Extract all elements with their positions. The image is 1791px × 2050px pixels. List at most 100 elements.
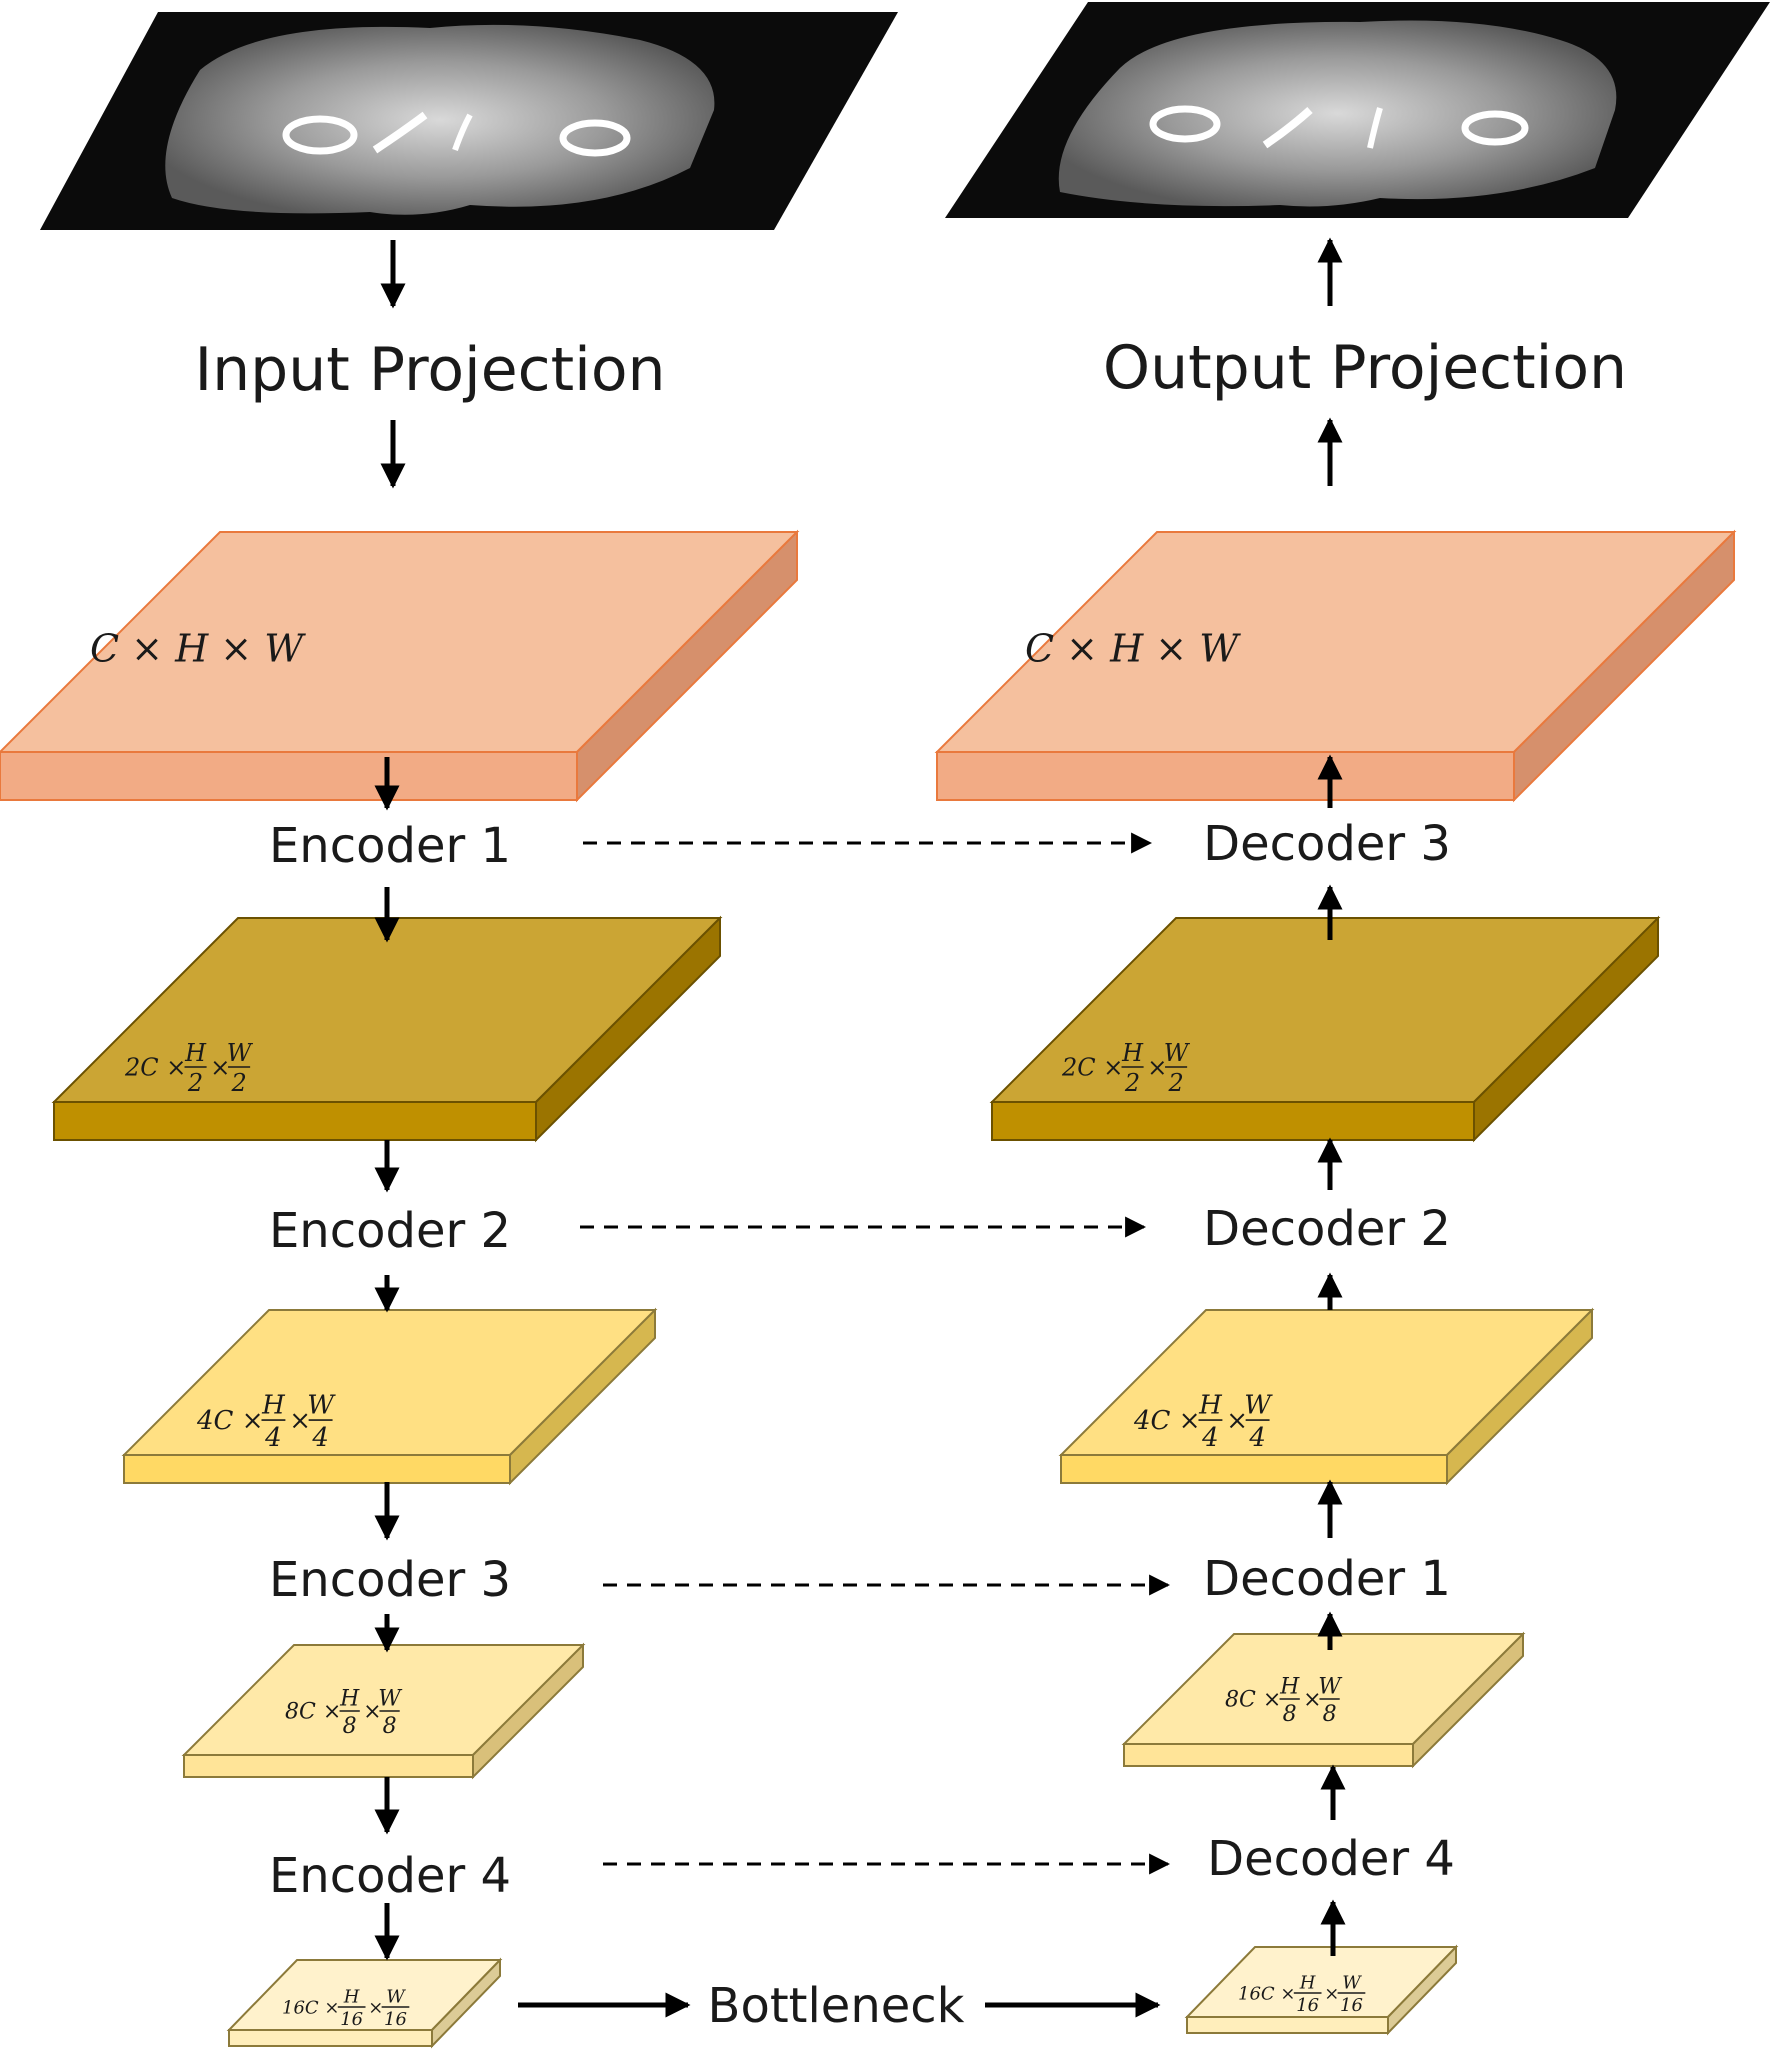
decoder-3-label: Decoder 3 — [1203, 816, 1451, 872]
dimension-label-l0: C × H × W — [90, 626, 306, 670]
dimension-text: C × H × W — [1025, 626, 1241, 670]
encoder-1-label: Encoder 1 — [269, 818, 511, 874]
fraction-denominator: 4 — [311, 1423, 329, 1453]
slab-front-face — [991, 1101, 1475, 1141]
dimension-label-l3: 8C ×H8×W8 — [285, 1687, 403, 1740]
fraction-denominator: 4 — [1201, 1423, 1219, 1453]
slab-side-face — [1412, 1631, 1524, 1769]
encoder-4-label: Encoder 4 — [269, 1848, 511, 1904]
dimension-coef: 4C × — [1133, 1406, 1201, 1436]
fraction-denominator: 8 — [343, 1714, 357, 1739]
output-ct-slice — [945, 2, 1770, 218]
decoder-feature-map-level-0: C × H × W — [934, 529, 1737, 803]
dimension-coef: 8C × — [285, 1700, 341, 1725]
fraction-numerator: H — [1279, 1675, 1300, 1700]
fraction-denominator: 4 — [264, 1423, 282, 1453]
decoder-4-label: Decoder 4 — [1207, 1831, 1455, 1887]
fraction-numerator: H — [261, 1391, 286, 1421]
slab-side-face — [576, 529, 798, 803]
arrows — [374, 237, 1346, 2018]
fraction-numerator: W — [386, 1987, 406, 2008]
fraction-numerator: W — [1164, 1039, 1191, 1067]
slab-side-face — [472, 1642, 584, 1780]
fraction-numerator: W — [1318, 1675, 1343, 1700]
slab-front-face — [1123, 1743, 1414, 1767]
fraction-numerator: H — [339, 1687, 360, 1712]
dimension-coef: 2C × — [124, 1053, 186, 1081]
slab-top-face — [226, 1959, 503, 2031]
slab-front-face — [1060, 1454, 1448, 1484]
times-sign: × — [1324, 1983, 1339, 2004]
times-sign: × — [1226, 1406, 1248, 1436]
slab-side-face — [1446, 1307, 1593, 1486]
fraction-denominator: 2 — [187, 1069, 203, 1097]
input-projection-label: Input Projection — [194, 335, 665, 405]
dimension-coef: 16C × — [1238, 1983, 1295, 2004]
input-ct-slice — [40, 12, 898, 230]
decoder-feature-map-level-2: 4C ×H4×W4 — [1058, 1307, 1595, 1486]
dimension-coef: 4C × — [196, 1406, 264, 1436]
dimension-label-l3: 8C ×H8×W8 — [1225, 1675, 1343, 1728]
dimension-coef: 8C × — [1225, 1688, 1281, 1713]
bottleneck-label: Bottleneck — [708, 1978, 965, 2034]
encoder-feature-map-level-2: 4C ×H4×W4 — [121, 1307, 658, 1486]
dimension-coef: 2C × — [1061, 1053, 1123, 1081]
fraction-denominator: 2 — [1167, 1069, 1183, 1097]
encoder-2-label: Encoder 2 — [269, 1203, 511, 1259]
slab-side-face — [509, 1307, 656, 1486]
encoder-feature-map-level-4: 16C ×H16×W16 — [226, 1957, 503, 2049]
slab-side-face — [1473, 915, 1659, 1143]
output-projection-label: Output Projection — [1103, 333, 1627, 403]
dimension-text: C × H × W — [90, 626, 306, 670]
slab-side-face — [1513, 529, 1735, 803]
slab-front-face — [936, 751, 1515, 801]
fraction-denominator: 16 — [384, 2009, 407, 2030]
encoder-feature-map-level-3: 8C ×H8×W8 — [181, 1642, 586, 1780]
fraction-denominator: 8 — [383, 1714, 397, 1739]
encoder-3-label: Encoder 3 — [269, 1552, 511, 1608]
dimension-label-l2: 4C ×H4×W4 — [196, 1391, 336, 1454]
slab-front-face — [123, 1454, 511, 1484]
slab-front-face — [1186, 2016, 1389, 2034]
fraction-numerator: W — [1342, 1973, 1362, 1994]
dimension-label-l2: 4C ×H4×W4 — [1133, 1391, 1273, 1454]
slab-side-face — [431, 1957, 501, 2049]
fraction-numerator: H — [1299, 1973, 1316, 1994]
dimension-label-l1: 2C ×H2×W2 — [124, 1039, 254, 1097]
times-sign: × — [210, 1053, 230, 1081]
times-sign: × — [289, 1406, 311, 1436]
fraction-numerator: H — [343, 1987, 360, 2008]
fraction-numerator: W — [227, 1039, 254, 1067]
fraction-denominator: 8 — [1283, 1702, 1297, 1727]
slab-front-face — [183, 1754, 474, 1778]
times-sign: × — [1147, 1053, 1167, 1081]
times-sign: × — [363, 1700, 381, 1725]
slab-top-face — [1184, 1946, 1459, 2018]
fraction-denominator: 2 — [230, 1069, 246, 1097]
encoder-feature-map-level-0: C × H × W — [0, 529, 800, 803]
fraction-numerator: W — [307, 1391, 336, 1421]
dimension-label-l1: 2C ×H2×W2 — [1061, 1039, 1191, 1097]
decoder-1-label: Decoder 1 — [1203, 1551, 1451, 1607]
decoder-2-label: Decoder 2 — [1203, 1201, 1451, 1257]
times-sign: × — [368, 1997, 383, 2018]
dimension-label-l4: 16C ×H16×W16 — [1238, 1973, 1366, 2016]
slab-side-face — [535, 915, 721, 1143]
decoder-feature-map-level-4: 16C ×H16×W16 — [1184, 1944, 1459, 2036]
dimension-coef: 16C × — [282, 1997, 339, 2018]
encoder-feature-map-level-1: 2C ×H2×W2 — [51, 915, 723, 1143]
fraction-numerator: H — [184, 1039, 207, 1067]
decoder-feature-map-level-3: 8C ×H8×W8 — [1121, 1631, 1526, 1769]
decoder-feature-map-level-1: 2C ×H2×W2 — [989, 915, 1661, 1143]
fraction-denominator: 16 — [1340, 1995, 1363, 2016]
fraction-numerator: H — [1198, 1391, 1223, 1421]
fraction-denominator: 16 — [1296, 1995, 1319, 2016]
fraction-denominator: 16 — [340, 2009, 363, 2030]
fraction-denominator: 4 — [1248, 1423, 1266, 1453]
dimension-label-l4: 16C ×H16×W16 — [282, 1987, 410, 2030]
slab-side-face — [1387, 1944, 1457, 2036]
times-sign: × — [1303, 1688, 1321, 1713]
fraction-numerator: W — [378, 1687, 403, 1712]
